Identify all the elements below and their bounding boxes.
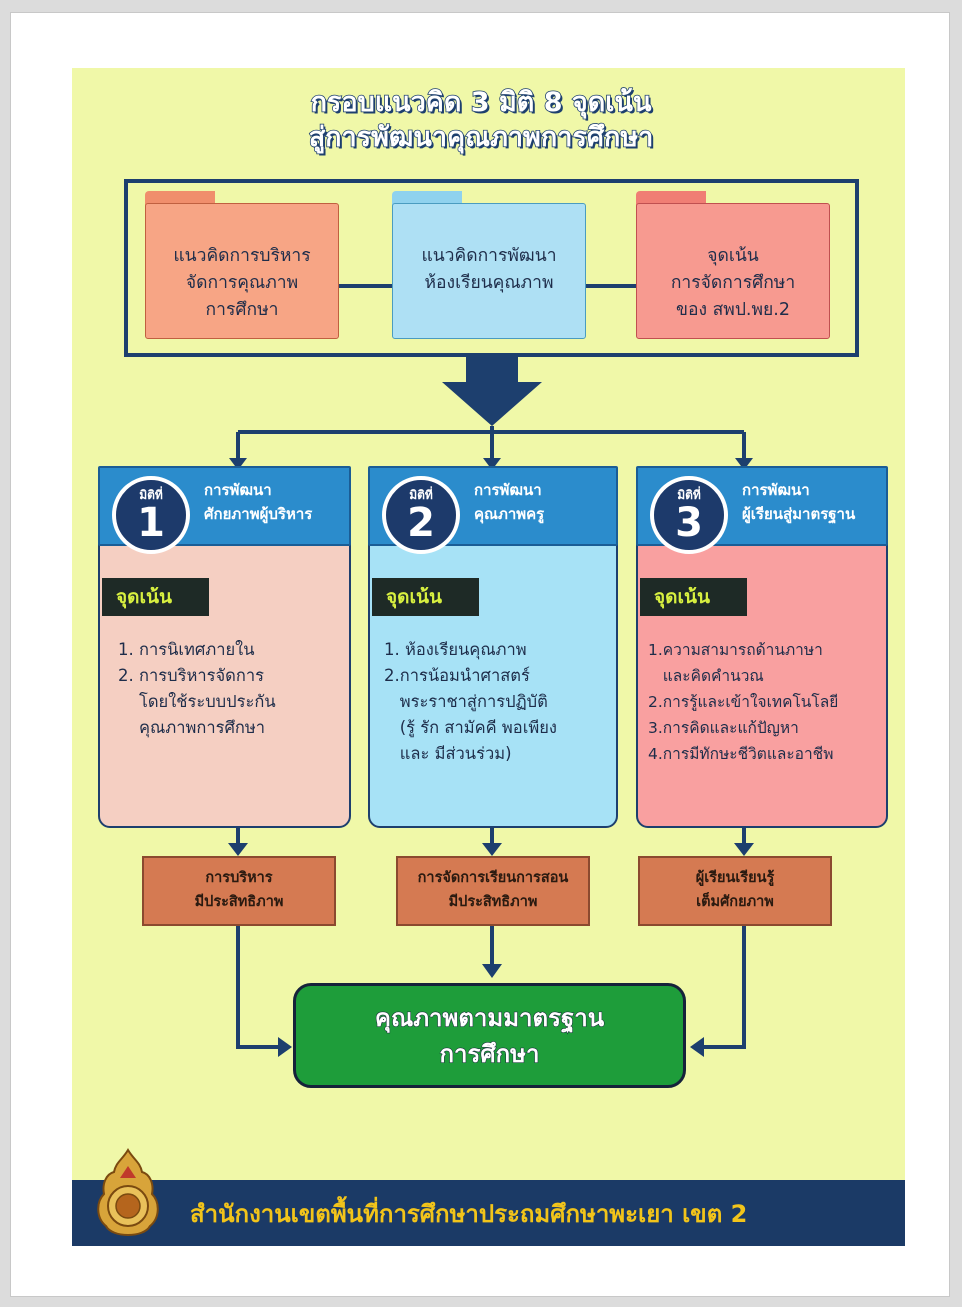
concept-2-line-1: แนวคิดการพัฒนา bbox=[421, 246, 557, 266]
focus-label-2: จุดเน้น bbox=[372, 578, 479, 616]
result-1: การบริหาร มีประสิทธิภาพ bbox=[142, 856, 336, 926]
result-1-line-2: มีประสิทธิภาพ bbox=[194, 894, 284, 910]
final-line-2: การศึกษา bbox=[439, 1040, 540, 1069]
list-item: 1.ความสามารถด้านภาษา bbox=[648, 641, 823, 659]
dimension-3-items: 1.ความสามารถด้านภาษา และคิดคำนวณ 2.การรู… bbox=[648, 637, 838, 767]
list-item: (รู้ รัก สามัคคี พอเพียง bbox=[384, 718, 557, 737]
dimension-label: มิติที่ bbox=[409, 488, 433, 502]
result-2-line-1: การจัดการเรียนการสอน bbox=[417, 870, 569, 886]
folder-body bbox=[392, 203, 586, 339]
concept-1-line-2: จัดการคุณภาพ bbox=[185, 273, 299, 293]
list-item: และ มีส่วนร่วม) bbox=[384, 744, 512, 763]
emblem-icon bbox=[97, 1148, 159, 1236]
list-item: 1. การนิเทศภายใน bbox=[118, 640, 255, 659]
dimension-label: มิติที่ bbox=[677, 488, 701, 502]
list-item: 4.การมีทักษะชีวิตและอาชีพ bbox=[648, 745, 834, 763]
focus-label-3: จุดเน้น bbox=[640, 578, 747, 616]
concept-label: จุดเน้น การจัดการศึกษา ของ สพป.พย.2 bbox=[636, 243, 830, 324]
dimension-3-name: การพัฒนา ผู้เรียนสู่มาตรฐาน bbox=[742, 478, 855, 526]
dimension-3-badge: มิติที่ 3 bbox=[650, 476, 728, 554]
big-down-arrow bbox=[442, 355, 542, 426]
dimension-2-name-line-1: การพัฒนา bbox=[474, 481, 542, 499]
dimension-2-badge: มิติที่ 2 bbox=[382, 476, 460, 554]
concept-label: แนวคิดการบริหาร จัดการคุณภาพ การศึกษา bbox=[145, 243, 339, 324]
result-3-line-1: ผู้เรียนเรียนรู้ bbox=[695, 870, 775, 886]
list-item: 2.การน้อมนำศาสตร์ bbox=[384, 666, 530, 685]
dimension-2-name: การพัฒนา คุณภาพครู bbox=[474, 478, 544, 526]
concept-1-line-3: การศึกษา bbox=[205, 300, 279, 320]
dimension-1-name-line-2: ศักยภาพผู้บริหาร bbox=[204, 505, 313, 523]
dimension-2-name-line-2: คุณภาพครู bbox=[474, 505, 545, 523]
dimension-number: 1 bbox=[137, 500, 165, 546]
concept-folder-3: จุดเน้น การจัดการศึกษา ของ สพป.พย.2 bbox=[636, 191, 830, 339]
concept-3-line-2: การจัดการศึกษา bbox=[670, 273, 796, 293]
dimension-2-items: 1. ห้องเรียนคุณภาพ 2.การน้อมนำศาสตร์ พระ… bbox=[384, 637, 557, 767]
result-2: การจัดการเรียนการสอน มีประสิทธิภาพ bbox=[396, 856, 590, 926]
result-2-line-2: มีประสิทธิภาพ bbox=[448, 894, 538, 910]
folder-body bbox=[145, 203, 339, 339]
list-item: 3.การคิดและแก้ปัญหา bbox=[648, 719, 799, 737]
focus-label-1: จุดเน้น bbox=[102, 578, 209, 616]
list-item: 2. การบริหารจัดการ bbox=[118, 666, 264, 685]
concept-2-line-2: ห้องเรียนคุณภาพ bbox=[424, 273, 554, 293]
folder-body bbox=[636, 203, 830, 339]
dimension-label: มิติที่ bbox=[139, 488, 163, 502]
concept-folder-1: แนวคิดการบริหาร จัดการคุณภาพ การศึกษา bbox=[145, 191, 339, 339]
concept-3-line-3: ของ สพป.พย.2 bbox=[676, 300, 790, 320]
title-line-1: กรอบแนวคิด 3 มิติ 8 จุดเน้น bbox=[310, 86, 652, 119]
dimension-number: 3 bbox=[675, 500, 703, 546]
result-3-line-2: เต็มศักยภาพ bbox=[696, 894, 774, 910]
concept-label: แนวคิดการพัฒนา ห้องเรียนคุณภาพ bbox=[392, 243, 586, 297]
dimension-1-badge: มิติที่ 1 bbox=[112, 476, 190, 554]
dimension-3-name-line-1: การพัฒนา bbox=[742, 481, 810, 499]
concept-1-line-1: แนวคิดการบริหาร bbox=[173, 246, 311, 266]
dimension-1-name: การพัฒนา ศักยภาพผู้บริหาร bbox=[204, 478, 312, 526]
title-line-2: สู่การพัฒนาคุณภาพการศึกษา bbox=[308, 121, 654, 154]
footer-banner: สำนักงานเขตพื้นที่การศึกษาประถมศึกษาพะเย… bbox=[72, 1180, 905, 1246]
final-outcome-box: คุณภาพตามมาตรฐาน การศึกษา bbox=[293, 983, 686, 1088]
concept-3-line-1: จุดเน้น bbox=[707, 246, 759, 266]
dimension-3-name-line-2: ผู้เรียนสู่มาตรฐาน bbox=[742, 505, 856, 523]
footer-org-name: สำนักงานเขตพื้นที่การศึกษาประถมศึกษาพะเย… bbox=[190, 1200, 748, 1228]
dimension-1-items: 1. การนิเทศภายใน 2. การบริหารจัดการ โดยใ… bbox=[118, 637, 276, 741]
list-item: คุณภาพการศึกษา bbox=[118, 718, 266, 737]
list-item: โดยใช้ระบบประกัน bbox=[118, 692, 276, 711]
list-item: 2.การรู้และเข้าใจเทคโนโลยี bbox=[648, 693, 839, 711]
concept-folder-2: แนวคิดการพัฒนา ห้องเรียนคุณภาพ bbox=[392, 191, 586, 339]
list-item: 1. ห้องเรียนคุณภาพ bbox=[384, 640, 527, 659]
final-line-1: คุณภาพตามมาตรฐาน bbox=[374, 1004, 605, 1033]
list-item: และคิดคำนวณ bbox=[648, 667, 764, 685]
dimension-number: 2 bbox=[407, 500, 435, 546]
result-1-line-1: การบริหาร bbox=[205, 870, 273, 886]
result-3: ผู้เรียนเรียนรู้ เต็มศักยภาพ bbox=[638, 856, 832, 926]
dimension-1-name-line-1: การพัฒนา bbox=[204, 481, 272, 499]
list-item: พระราชาสู่การปฏิบัติ bbox=[384, 692, 548, 711]
